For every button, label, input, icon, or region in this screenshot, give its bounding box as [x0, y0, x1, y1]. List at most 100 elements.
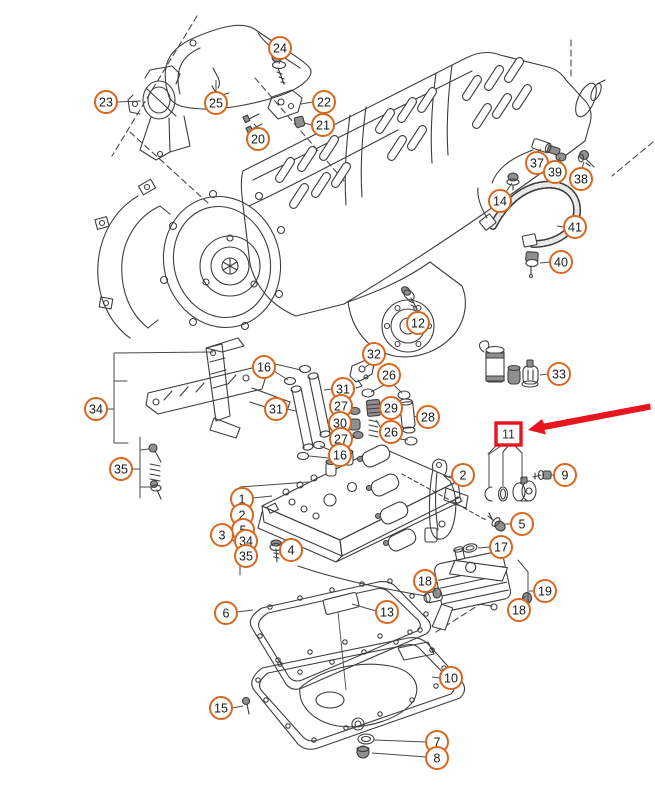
callout-label: 31: [336, 383, 350, 397]
callout-21[interactable]: 21: [311, 113, 335, 137]
callout-18[interactable]: 18: [413, 569, 437, 593]
callout-label: 33: [552, 368, 566, 382]
callout-2[interactable]: 2: [451, 463, 475, 487]
flange-holes: [159, 189, 447, 743]
callout-15[interactable]: 15: [209, 696, 233, 720]
callout-33[interactable]: 33: [547, 362, 571, 386]
sensors-hoses-drawing: [477, 138, 595, 279]
callout-13[interactable]: 13: [375, 600, 399, 624]
callout-31[interactable]: 31: [331, 377, 355, 401]
callout-39[interactable]: 39: [543, 160, 567, 184]
callout-label: 27: [334, 433, 348, 447]
callout-label: 10: [444, 672, 458, 686]
callout-5[interactable]: 5: [510, 512, 534, 536]
callout-23[interactable]: 23: [94, 90, 118, 114]
bolt-9-drawing: [532, 469, 552, 481]
transmission-housing-drawing: [94, 52, 606, 358]
callout-label: 12: [411, 317, 425, 331]
callout-label: 31: [269, 403, 283, 417]
callout-4[interactable]: 4: [279, 538, 303, 562]
callout-25[interactable]: 25: [204, 91, 228, 115]
callout-20[interactable]: 20: [246, 127, 270, 151]
callout-35[interactable]: 35: [109, 457, 133, 481]
callout-16[interactable]: 16: [252, 355, 276, 379]
callout-19[interactable]: 19: [533, 579, 557, 603]
callout-32[interactable]: 32: [362, 342, 386, 366]
highlighted-callout-11[interactable]: 11: [488, 403, 651, 488]
selector-rail-drawing: [145, 337, 291, 500]
callout-label: 38: [574, 173, 588, 187]
callout-label: 15: [214, 702, 228, 716]
callout-29[interactable]: 29: [379, 396, 403, 420]
pointer-arrow: [528, 403, 651, 435]
callout-18[interactable]: 18: [507, 598, 531, 622]
callout-label: 28: [421, 411, 435, 425]
callout-17[interactable]: 17: [489, 535, 513, 559]
callout-40[interactable]: 40: [549, 250, 573, 274]
construction-lines: [111, 15, 654, 633]
callout-label: 2: [239, 509, 246, 523]
callout-label: 7: [434, 736, 441, 750]
callout-12[interactable]: 12: [406, 311, 430, 335]
callout-24[interactable]: 24: [268, 36, 292, 60]
callout-28[interactable]: 28: [416, 405, 440, 429]
callout-label: 21: [316, 119, 330, 133]
callout-label: 34: [89, 403, 103, 417]
callout-label: 13: [380, 606, 394, 620]
callout-label: 27: [334, 400, 348, 414]
callout-35[interactable]: 35: [234, 544, 258, 568]
callout-label: 17: [494, 541, 508, 555]
callout-31[interactable]: 31: [264, 397, 288, 421]
highlight-box[interactable]: [494, 421, 523, 447]
magnet-drawing: [322, 591, 360, 691]
heat-shield-drawing: [164, 24, 312, 110]
callout-6[interactable]: 6: [214, 601, 238, 625]
callout-label: 40: [554, 256, 568, 270]
callout-10[interactable]: 10: [439, 666, 463, 690]
case-ribs: [275, 57, 532, 209]
callout-label: 16: [257, 361, 271, 375]
callout-38[interactable]: 38: [569, 167, 593, 191]
callout-label: 41: [568, 221, 582, 235]
callout-label: 5: [519, 518, 526, 532]
callout-41[interactable]: 41: [563, 215, 587, 239]
callout-26[interactable]: 26: [379, 420, 403, 444]
callout-16[interactable]: 16: [328, 443, 352, 467]
line-artwork: [94, 15, 654, 759]
callout-3[interactable]: 3: [210, 523, 234, 547]
highlight-label: 11: [502, 428, 515, 442]
callout-label: 32: [367, 348, 381, 362]
drain-bolt-drawing: [241, 696, 251, 715]
callout-label: 20: [251, 133, 265, 147]
oil-pan-drawing: [241, 637, 466, 759]
callout-22[interactable]: 22: [312, 90, 336, 114]
callout-label: 8: [434, 752, 441, 766]
callout-label: 18: [418, 575, 432, 589]
callout-label: 30: [333, 417, 347, 431]
callout-8[interactable]: 8: [425, 746, 449, 770]
lever-parts-drawing: [424, 458, 552, 543]
callout-label: 2: [460, 469, 467, 483]
callout-label: 4: [288, 544, 295, 558]
clamp-bracket-drawing: [127, 65, 191, 161]
callout-9[interactable]: 9: [553, 463, 577, 487]
callout-label: 16: [333, 449, 347, 463]
callout-label: 29: [384, 402, 398, 416]
accumulator-parts-drawing: [283, 364, 418, 461]
callout-label: 6: [223, 607, 230, 621]
callout-label: 3: [219, 529, 226, 543]
callout-26[interactable]: 26: [377, 363, 401, 387]
reservoir-drawing: [423, 543, 533, 631]
callout-14[interactable]: 14: [488, 189, 512, 213]
callout-label: 35: [114, 463, 128, 477]
callout-27[interactable]: 27: [329, 394, 353, 418]
bracket-pins-drawing: [242, 89, 306, 135]
callout-34[interactable]: 34: [84, 397, 108, 421]
callout-label: 39: [548, 166, 562, 180]
callout-label: 1: [239, 493, 246, 507]
callout-label: 22: [317, 96, 331, 110]
bolt-12-drawing: [401, 286, 418, 310]
